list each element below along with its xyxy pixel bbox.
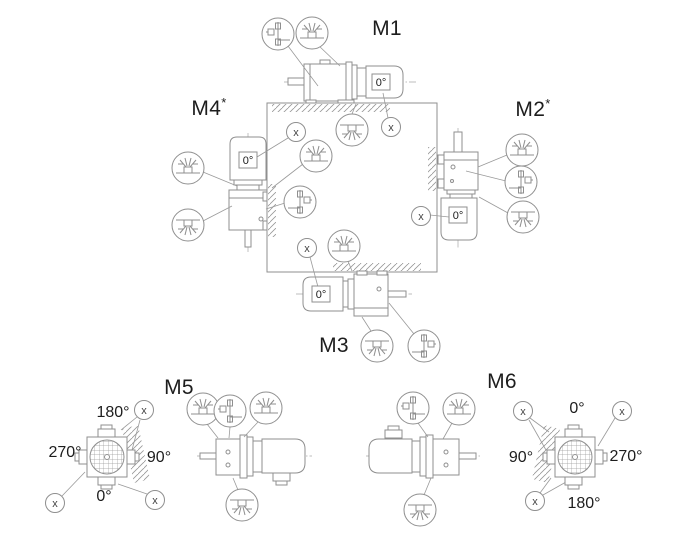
- svg-text:0°: 0°: [453, 210, 464, 222]
- m1-label: M1: [372, 17, 402, 40]
- m2-gearbox: [443, 151, 479, 191]
- cable-entry-symbol: [504, 165, 538, 199]
- fan-grille-symbol: [506, 200, 540, 234]
- fan-grille-symbol: [327, 229, 361, 263]
- m2-foot: [437, 154, 445, 165]
- cable-entry-symbol: [261, 17, 295, 51]
- m3-gearbox: [353, 273, 389, 317]
- m1-foot: [305, 99, 317, 104]
- x-marker: x: [145, 490, 165, 510]
- m6-motor: [368, 438, 413, 474]
- m2-output-shaft: [453, 131, 463, 153]
- m5-fan-end-view: x x x: [45, 400, 165, 513]
- m5-angle-bottom: 0°: [96, 488, 112, 505]
- svg-text:0°: 0°: [243, 155, 254, 167]
- m4-foot: [262, 220, 268, 231]
- m3-output-shaft: [387, 290, 407, 298]
- m3-foot: [376, 270, 388, 276]
- svg-text:0°: 0°: [376, 77, 387, 89]
- svg-text:x: x: [520, 406, 526, 418]
- fan-grille-symbol: [442, 392, 476, 426]
- m6-angle-left: 90°: [508, 449, 534, 466]
- m5-gearbox: [215, 438, 241, 476]
- m1-output-shaft: [287, 77, 305, 86]
- fan-grille-symbol: [249, 391, 283, 425]
- m3-foot: [356, 270, 368, 276]
- mounting-wall-hatch-bottom: [333, 263, 421, 271]
- m5-motor: [261, 438, 306, 474]
- mounting-wall-hatch-right: [428, 147, 436, 191]
- svg-text:x: x: [52, 498, 58, 510]
- svg-text:x: x: [304, 243, 310, 255]
- m4-foot: [262, 191, 268, 202]
- cable-entry-symbol: [213, 394, 247, 428]
- m6-output-shaft: [458, 452, 477, 460]
- mounting-wall-hatch-top: [272, 104, 390, 112]
- m6-terminal-box: [384, 429, 403, 439]
- flange-angle-box-m1: 0°: [371, 73, 391, 91]
- fan-grille-symbol: [225, 488, 259, 522]
- fan-grille-symbol: [505, 133, 539, 167]
- svg-text:x: x: [141, 405, 147, 417]
- m4-label: M4*: [191, 95, 227, 120]
- cable-entry-symbol: [283, 185, 317, 219]
- svg-text:x: x: [619, 406, 625, 418]
- svg-text:x: x: [418, 211, 424, 223]
- fan-grille-symbol: [403, 493, 437, 527]
- m5-side-view-drawing: [186, 391, 312, 522]
- m6-angle-bottom: 180°: [567, 495, 601, 512]
- svg-text:0°: 0°: [316, 289, 327, 301]
- svg-text:x: x: [152, 495, 158, 507]
- fan-grille-symbol: [335, 113, 369, 147]
- m2-label: M2*: [515, 96, 551, 121]
- cable-entry-symbol: [396, 391, 430, 425]
- x-marker: x: [297, 238, 317, 258]
- m2-gearmotor-drawing: 0° x: [411, 128, 540, 248]
- svg-text:x: x: [532, 496, 538, 508]
- m4-output-shaft: [244, 229, 252, 248]
- m5-angle-left: 270°: [48, 444, 82, 461]
- x-marker: x: [286, 122, 306, 142]
- m6-gearbox: [432, 438, 460, 476]
- m5-angle-right: 90°: [146, 449, 172, 466]
- m5-output-shaft: [199, 452, 217, 460]
- m5-terminal-box: [272, 472, 291, 482]
- fan-grille-symbol: [171, 208, 205, 242]
- x-marker: x: [513, 401, 533, 421]
- m6-side-view-drawing: [366, 391, 480, 527]
- m5-angle-top: 180°: [96, 404, 130, 421]
- m1-gearbox: [303, 63, 347, 102]
- m6-angle-right: 270°: [609, 448, 643, 465]
- m3-label: M3: [319, 334, 349, 357]
- x-marker: x: [525, 491, 545, 511]
- m1-foot: [337, 99, 355, 104]
- m6-fan-end-view: x x x: [513, 401, 632, 511]
- m1-gearmotor-drawing: 0° x: [261, 16, 416, 147]
- flange-angle-box-m2: 0°: [448, 206, 468, 224]
- m6-angle-top: 0°: [569, 400, 585, 417]
- flange-angle-box-m3: 0°: [311, 285, 331, 303]
- x-marker: x: [45, 493, 65, 513]
- fan-grille-symbol: [295, 16, 329, 50]
- x-marker: x: [612, 401, 632, 421]
- fan-grille-symbol: [299, 139, 333, 173]
- x-marker: x: [411, 206, 431, 226]
- cable-entry-symbol: [407, 329, 441, 363]
- svg-text:x: x: [293, 127, 299, 139]
- m2-foot: [437, 178, 445, 189]
- svg-text:x: x: [388, 122, 394, 134]
- m3-gearmotor-drawing: 0° x: [296, 229, 441, 363]
- x-marker: x: [134, 400, 154, 420]
- m6-label: M6: [487, 370, 517, 393]
- fan-grille-symbol: [171, 151, 205, 185]
- m4-gearmotor-drawing: 0° x: [171, 122, 333, 252]
- m4-gearbox: [228, 189, 268, 231]
- fan-grille-symbol: [360, 329, 394, 363]
- x-marker: x: [381, 117, 401, 137]
- m5-label: M5: [164, 376, 194, 399]
- flange-angle-box-m4: 0°: [238, 151, 258, 169]
- mounting-wall-hatch-left: [268, 184, 276, 237]
